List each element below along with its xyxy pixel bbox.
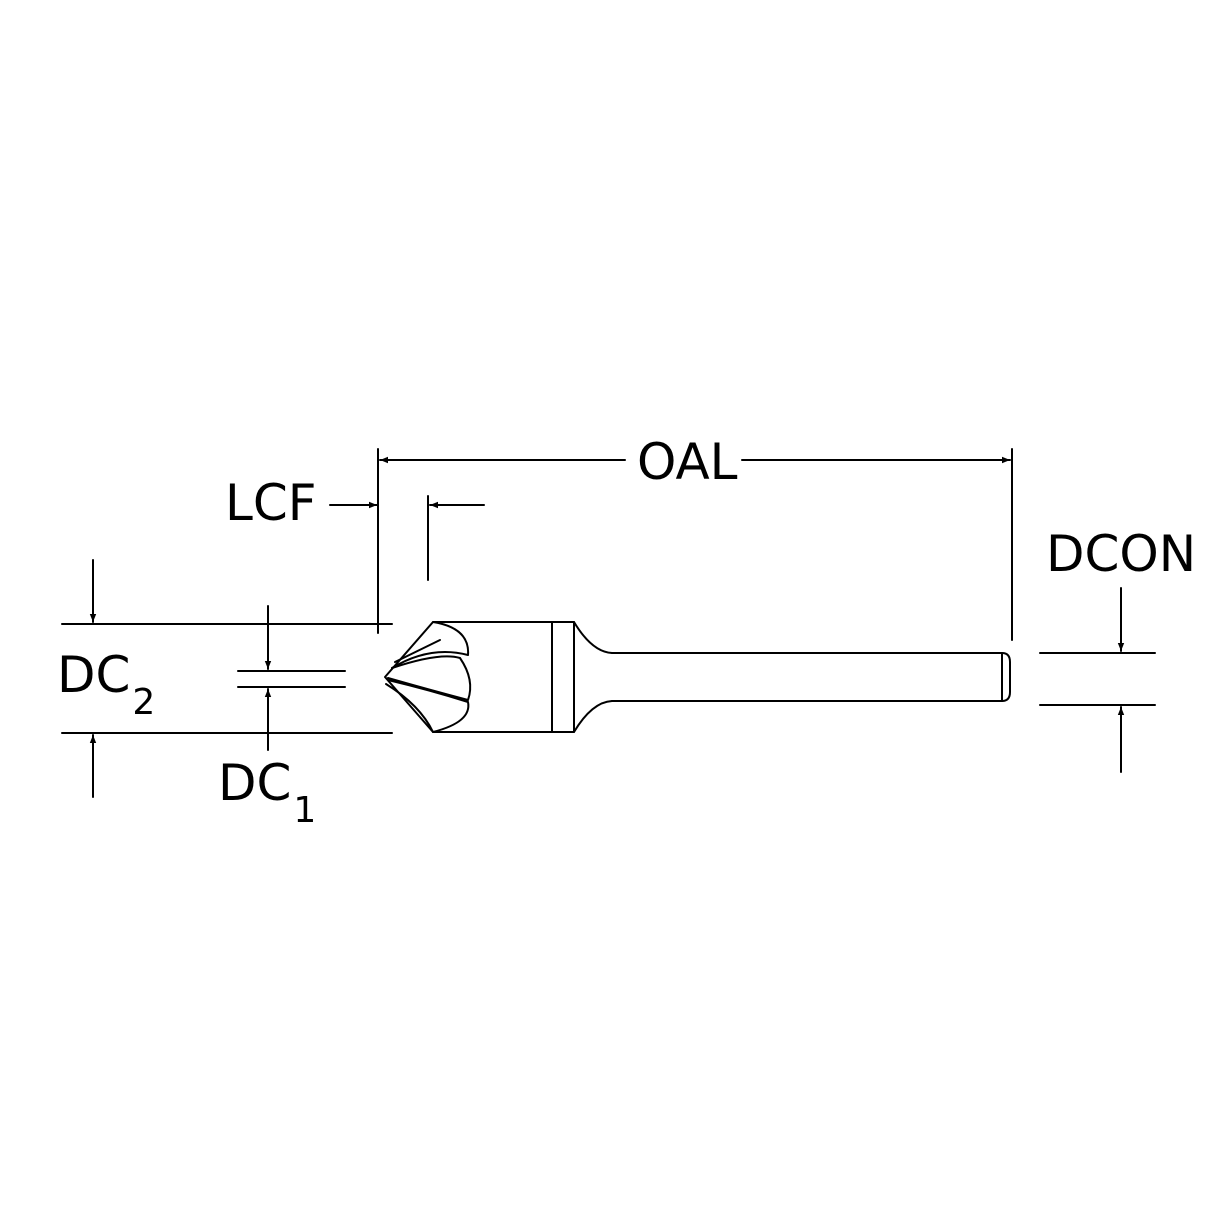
oal-dimension [377,448,1013,641]
flute-3 [387,679,470,733]
oal-label: OAL [637,433,738,491]
dcon-label: DCON [1046,525,1197,583]
dc2-label: DC2 [57,650,155,721]
flute-1 [391,621,470,669]
dcon-dimension [1039,587,1156,773]
dc1-dimension [237,605,346,751]
shoulder-bottom [573,700,613,733]
dc1-label: DC1 [218,758,316,829]
countersink-tool [384,621,1011,733]
dc1-label-main: DC [218,754,292,812]
dc2-label-main: DC [57,646,131,704]
shank-end [1001,652,1011,702]
flute-5 [394,639,441,663]
shoulder-top [573,621,613,654]
dc2-dimension [61,559,393,798]
tool-head-outline [384,621,575,733]
lcf-dimension [329,495,485,581]
dc1-label-subscript: 1 [293,790,317,831]
lcf-label: LCF [225,474,317,532]
dc2-label-subscript: 2 [132,682,156,723]
flute-4 [385,683,434,733]
